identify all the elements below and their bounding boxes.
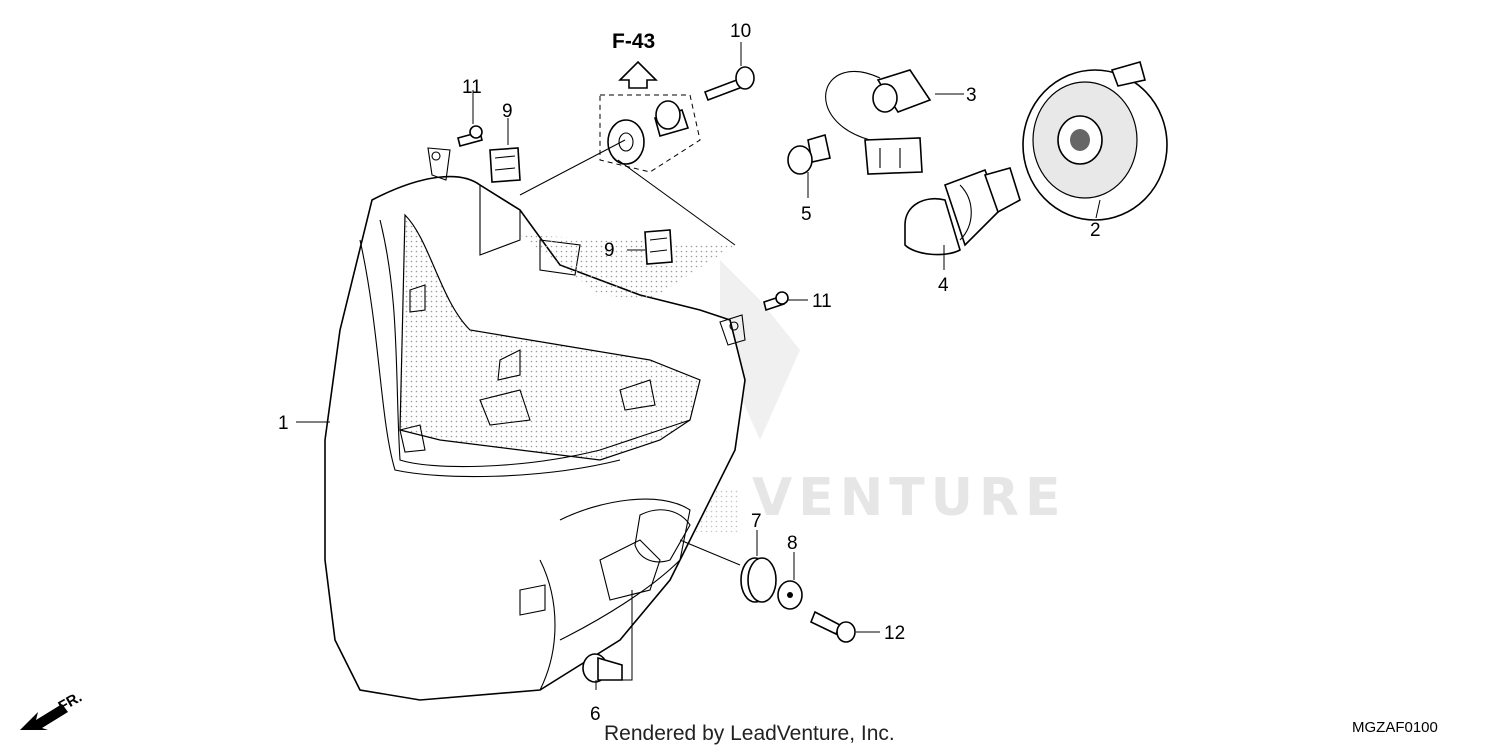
- callout-11-middle: 11: [812, 291, 832, 312]
- front-direction-indicator: FR.: [20, 689, 85, 730]
- screw-upper: [457, 125, 483, 147]
- callout-10: 10: [730, 21, 751, 42]
- drawing-code: MGZAF0100: [1352, 719, 1438, 736]
- leader-lines: [296, 42, 1101, 690]
- grommet-lower: [582, 653, 623, 683]
- clip-nut-middle: [644, 229, 673, 265]
- callout-12: 12: [884, 623, 905, 644]
- screw-middle: [763, 291, 789, 312]
- callout-5: 5: [801, 204, 812, 225]
- watermark-text: VENTURE: [752, 468, 1067, 528]
- callout-8: 8: [787, 533, 798, 554]
- callout-2: 2: [1090, 220, 1101, 241]
- headlight-bulb: [904, 167, 1021, 256]
- bulb-socket-harness: [825, 69, 932, 175]
- footer-credit: Rendered by LeadVenture, Inc.: [604, 722, 895, 745]
- callout-3: 3: [966, 85, 977, 106]
- callout-4: 4: [938, 275, 949, 296]
- reference-label: F-43: [612, 30, 655, 53]
- lower-mount-hardware: [740, 557, 856, 643]
- callout-6: 6: [590, 704, 601, 725]
- reference-arrow: F-43: [612, 30, 658, 89]
- callout-9-upper: 9: [502, 101, 513, 122]
- position-bulb: [787, 133, 831, 175]
- callouts: 1 2 3 4 5 6 7 8 9 9 10 11 11 12: [278, 21, 1101, 725]
- grommet-group: [599, 94, 701, 173]
- callout-1: 1: [278, 413, 289, 434]
- headlight-assembly: [324, 147, 746, 701]
- callout-7: 7: [751, 511, 762, 532]
- clip-nut-upper: [489, 147, 521, 183]
- dust-cover: [1022, 61, 1168, 221]
- bolt-10: [703, 66, 755, 102]
- callout-9-middle: 9: [604, 240, 615, 261]
- callout-11-upper: 11: [462, 77, 482, 98]
